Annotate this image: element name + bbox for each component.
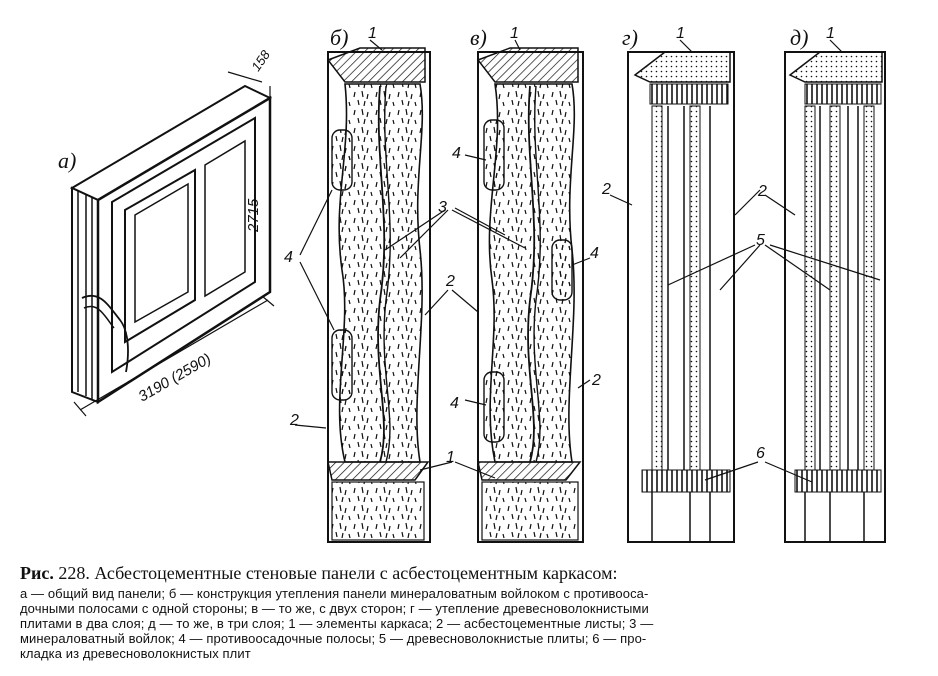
label-a: а) bbox=[58, 148, 76, 173]
callout-4: 4 bbox=[590, 245, 599, 262]
callout-2: 2 bbox=[445, 273, 455, 290]
label-b: б) bbox=[330, 25, 348, 50]
callout-4: 4 bbox=[452, 145, 461, 162]
section-g bbox=[627, 51, 735, 543]
section-b bbox=[326, 47, 431, 543]
section-v bbox=[476, 47, 584, 543]
callout-1: 1 bbox=[368, 25, 377, 42]
callout-2: 2 bbox=[289, 412, 299, 429]
caption-line: а — общий вид панели; б — конструкция ут… bbox=[20, 586, 649, 601]
section-d bbox=[784, 51, 886, 543]
caption-title: Рис. 228. Асбестоцементные стеновые пане… bbox=[20, 562, 925, 584]
caption-line: дочными полосами с одной стороны; в — то… bbox=[20, 601, 649, 616]
dim-thickness: 158 bbox=[248, 47, 273, 74]
callout-2: 2 bbox=[757, 183, 767, 200]
callout-1: 1 bbox=[826, 25, 835, 42]
label-v: в) bbox=[470, 25, 487, 50]
caption-title-text: 228. Асбестоцементные стеновые панели с … bbox=[53, 563, 618, 583]
dim-height: 2715 bbox=[245, 198, 262, 233]
callout-1: 1 bbox=[676, 25, 685, 42]
figure-caption: Рис. 228. Асбестоцементные стеновые пане… bbox=[20, 562, 925, 661]
caption-body: а — общий вид панели; б — конструкция ут… bbox=[20, 586, 925, 661]
label-d: д) bbox=[790, 25, 808, 50]
callout-4: 4 bbox=[284, 249, 293, 266]
panel-general-view bbox=[69, 71, 275, 417]
callout-4: 4 bbox=[450, 395, 459, 412]
technical-drawing: а) 158 2715 3190 (2590) б) в) bbox=[58, 25, 886, 543]
callout-6: 6 bbox=[756, 445, 765, 462]
leader-lines bbox=[294, 39, 881, 483]
callout-5: 5 bbox=[756, 232, 765, 249]
label-g: г) bbox=[622, 25, 638, 50]
caption-line: плитами в два слоя; д — то же, в три сло… bbox=[20, 616, 654, 631]
callout-1: 1 bbox=[510, 25, 519, 42]
caption-line: кладка из древесноволокнистых плит bbox=[20, 646, 251, 661]
callout-1: 1 bbox=[446, 449, 455, 466]
callout-3: 3 bbox=[438, 199, 447, 216]
caption-line: минераловатный войлок; 4 — противоосадоч… bbox=[20, 631, 647, 646]
callout-2: 2 bbox=[601, 181, 611, 198]
caption-title-prefix: Рис. bbox=[20, 563, 54, 583]
callout-2: 2 bbox=[591, 372, 601, 389]
